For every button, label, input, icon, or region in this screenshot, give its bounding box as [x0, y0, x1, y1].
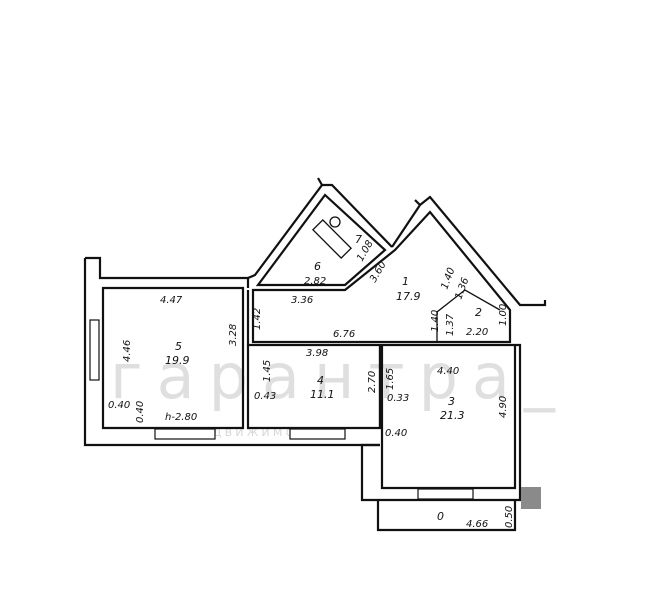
dim: 1.65	[385, 368, 396, 390]
dim: 4.47	[160, 295, 183, 306]
room-1-area: 17.9	[396, 290, 421, 303]
room-6-number: 6	[314, 260, 321, 273]
dim: 1.36	[453, 276, 471, 301]
dim: 4.40	[437, 366, 459, 377]
dim: 0.40	[135, 401, 146, 423]
room-4-area: 11.1	[310, 388, 335, 401]
dim: 0.50	[504, 506, 515, 528]
room-5-number: 5	[175, 340, 182, 353]
bathtub-icon	[311, 218, 353, 260]
balcony-number: 0	[437, 510, 444, 523]
room-4-number: 4	[317, 374, 324, 387]
toilet-icon	[329, 216, 341, 228]
dim: 1.40	[439, 266, 457, 291]
window-room3	[417, 488, 474, 500]
window-room4	[289, 428, 346, 440]
room-5-area: 19.9	[165, 354, 190, 367]
dim: 2.82	[304, 276, 326, 287]
room-1-number: 1	[402, 275, 409, 288]
room-2-number: 2	[475, 306, 482, 319]
dim: 0.33	[387, 393, 409, 404]
dim: 3.28	[228, 324, 239, 346]
dim: 0.40	[108, 400, 130, 411]
room-labels: 1 17.9 2 3 21.3 4 11.1 5 19.9 6 7 0	[165, 233, 482, 523]
room-3-area: 21.3	[440, 409, 465, 422]
dim: 2.70	[367, 371, 378, 393]
dim: 1.00	[498, 304, 509, 326]
dim: 4.66	[466, 519, 488, 530]
dim: 4.90	[498, 396, 509, 418]
ceiling-height: h-2.80	[165, 412, 197, 423]
dim: 4.46	[122, 340, 133, 362]
marker-square	[521, 487, 541, 509]
dim: 6.76	[333, 329, 355, 340]
dim: 1.42	[252, 308, 263, 330]
dim: 0.40	[385, 428, 407, 439]
dim: 2.20	[466, 327, 488, 338]
walls	[83, 177, 547, 532]
window-left	[89, 319, 100, 381]
room-3-number: 3	[448, 395, 455, 408]
dim: 1.37	[445, 313, 456, 336]
dim: 3.36	[291, 295, 313, 306]
dim: 1.40	[430, 310, 441, 332]
room-7-number: 7	[355, 233, 362, 246]
dim: 1.45	[262, 360, 273, 382]
watermark-logo: гарантра_	[110, 340, 569, 413]
dim: 0.43	[254, 391, 276, 402]
window-room5	[154, 428, 216, 440]
dim: 3.98	[306, 348, 328, 359]
